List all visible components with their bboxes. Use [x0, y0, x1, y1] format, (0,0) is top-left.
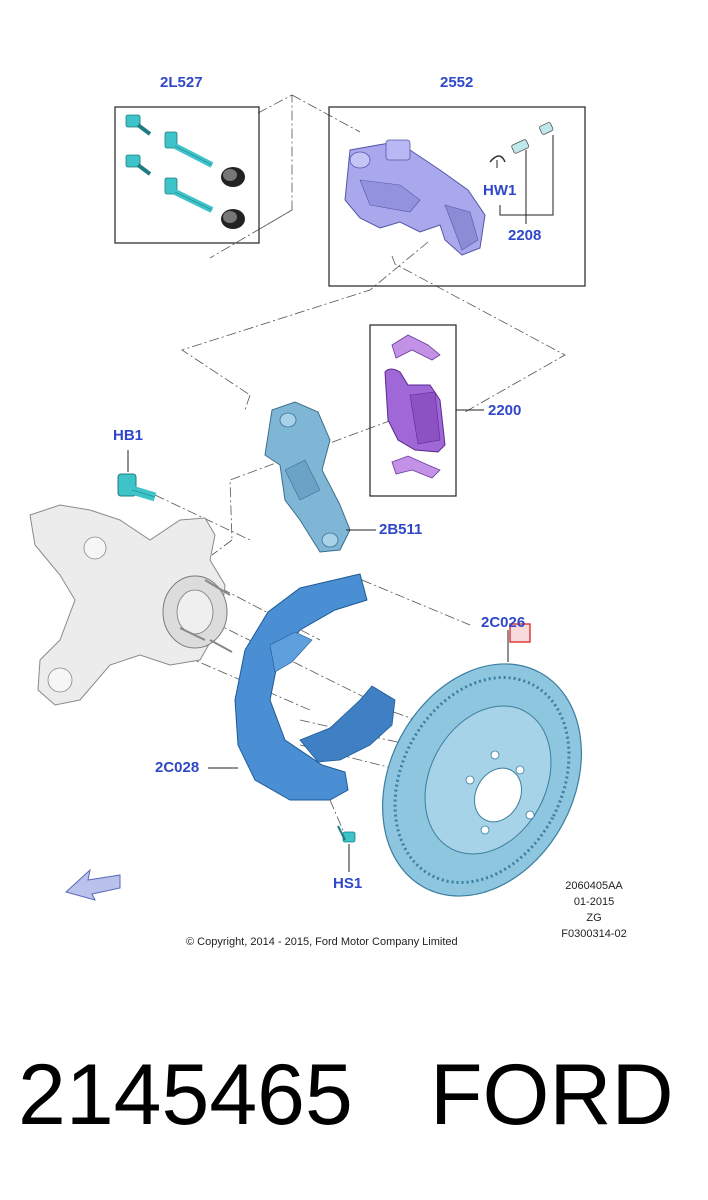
brand-name: FORD — [430, 1047, 674, 1143]
callout-hw1: HW1 — [483, 182, 517, 199]
box-2l527 — [114, 106, 260, 244]
guide-boot-upper — [221, 167, 245, 187]
brake-rotor — [382, 663, 582, 897]
guide-pin-lower — [164, 177, 214, 213]
selection-highlight-box — [509, 623, 531, 643]
drawing-date: 01-2015 — [573, 896, 615, 908]
guide-pin-bolt-upper — [125, 114, 152, 136]
callout-2c028: 2C028 — [155, 759, 200, 776]
guide-pin-bolt-lower — [125, 154, 152, 176]
brake-caliper — [344, 139, 486, 256]
brake-pads — [384, 334, 446, 479]
callout-2b511: 2B511 — [379, 521, 423, 538]
box-2552 — [328, 106, 586, 287]
guide-boot-lower — [221, 209, 245, 229]
callout-2208: 2208 — [508, 227, 542, 244]
copyright-notice: © Copyright, 2014 - 2015, Ford Motor Com… — [186, 936, 458, 948]
drawing-id: 2060405AA — [565, 880, 623, 892]
part-number: 2145465 — [18, 1047, 353, 1143]
hw1-clip — [489, 155, 506, 163]
caliper-bracket — [264, 401, 351, 553]
steering-knuckle — [29, 504, 233, 706]
callout-2c026: 2C026 — [481, 614, 526, 631]
front-direction-arrow-icon — [64, 868, 121, 901]
splash-shield — [234, 573, 396, 801]
bracket-bolt — [117, 473, 157, 502]
drawing-ref: F0300314-02 — [561, 928, 627, 940]
bleeder-screw-2208 — [511, 122, 554, 154]
bleeder-leaders — [496, 135, 554, 224]
diagram-canvas — [29, 94, 586, 901]
callout-hb1: HB1 — [113, 427, 144, 444]
callout-2l527: 2L527 — [160, 74, 203, 91]
shield-screw — [337, 825, 356, 843]
callout-hs1: HS1 — [333, 875, 363, 892]
drawing-code: ZG — [586, 912, 602, 924]
guide-pin-upper — [164, 131, 214, 168]
callout-2552: 2552 — [440, 74, 474, 91]
callout-2200: 2200 — [488, 402, 522, 419]
